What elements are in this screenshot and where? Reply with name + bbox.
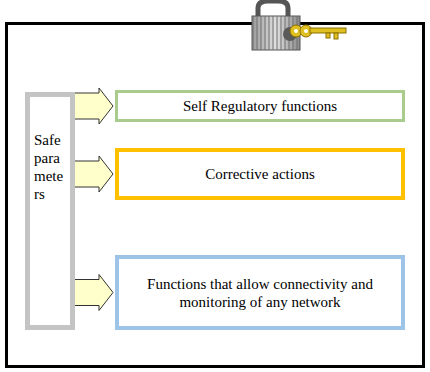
process-box: Corrective actions	[115, 148, 405, 200]
box-label: Self Regulatory functions	[125, 97, 395, 115]
key-icon	[290, 25, 346, 39]
block-arrow	[69, 275, 113, 311]
process-box: Self Regulatory functions	[115, 90, 405, 122]
box-label: Functions that allow connectivity and mo…	[140, 275, 380, 311]
block-arrow	[69, 156, 113, 192]
block-arrow	[69, 88, 113, 124]
parameter-column: Safe parameters	[25, 92, 75, 330]
padlock-shackle	[258, 1, 288, 18]
process-box: Functions that allow connectivity and mo…	[115, 255, 405, 330]
box-label: Corrective actions	[125, 165, 395, 183]
column-label: Safe parameters	[34, 131, 68, 203]
key-hole	[294, 29, 298, 33]
key-hole	[304, 29, 308, 33]
